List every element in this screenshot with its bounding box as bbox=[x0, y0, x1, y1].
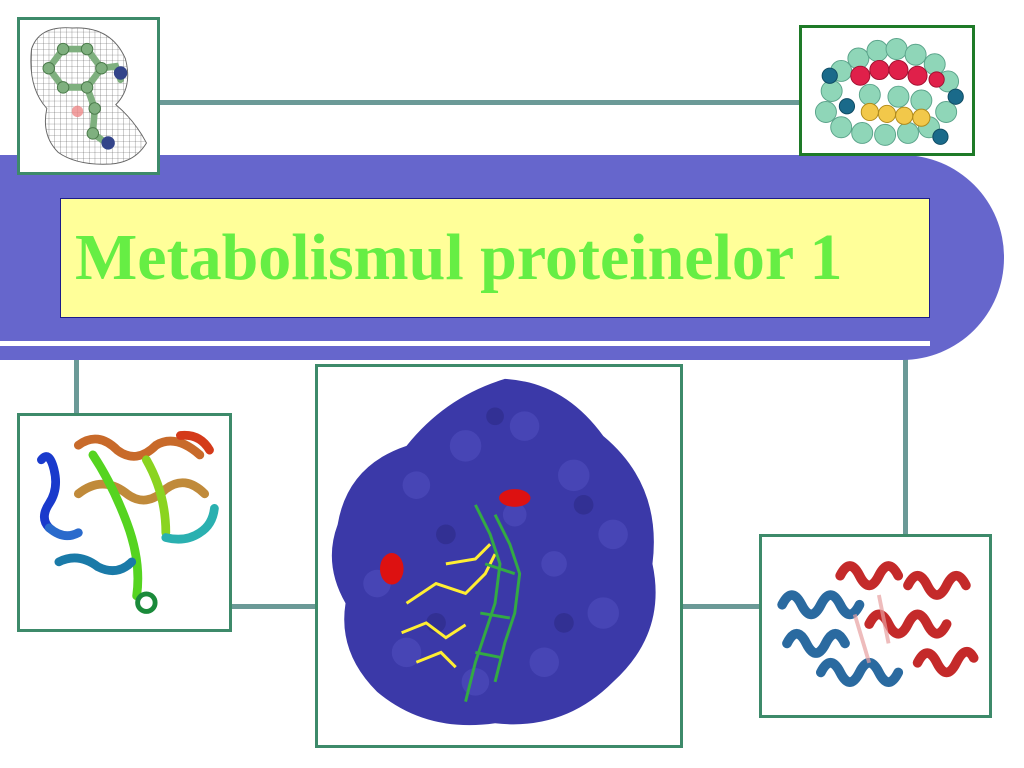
title-box: Metabolismul proteinelor 1 bbox=[60, 198, 930, 318]
protein-helix-red-blue-image bbox=[759, 534, 992, 718]
connector-left-vertical bbox=[74, 355, 79, 415]
protein-ribbon-rainbow-image bbox=[17, 413, 232, 632]
connector-right-vertical bbox=[903, 355, 908, 537]
protein-spacefill-image bbox=[799, 25, 975, 156]
molecule-electron-density-image bbox=[17, 17, 160, 175]
slide-title: Metabolismul proteinelor 1 bbox=[75, 221, 843, 294]
protein-surface-dna-image bbox=[315, 364, 683, 748]
connector-bottom-right bbox=[680, 604, 762, 609]
connector-bottom-left bbox=[230, 604, 318, 609]
connector-top bbox=[158, 100, 800, 105]
banner-stripe bbox=[0, 341, 930, 346]
